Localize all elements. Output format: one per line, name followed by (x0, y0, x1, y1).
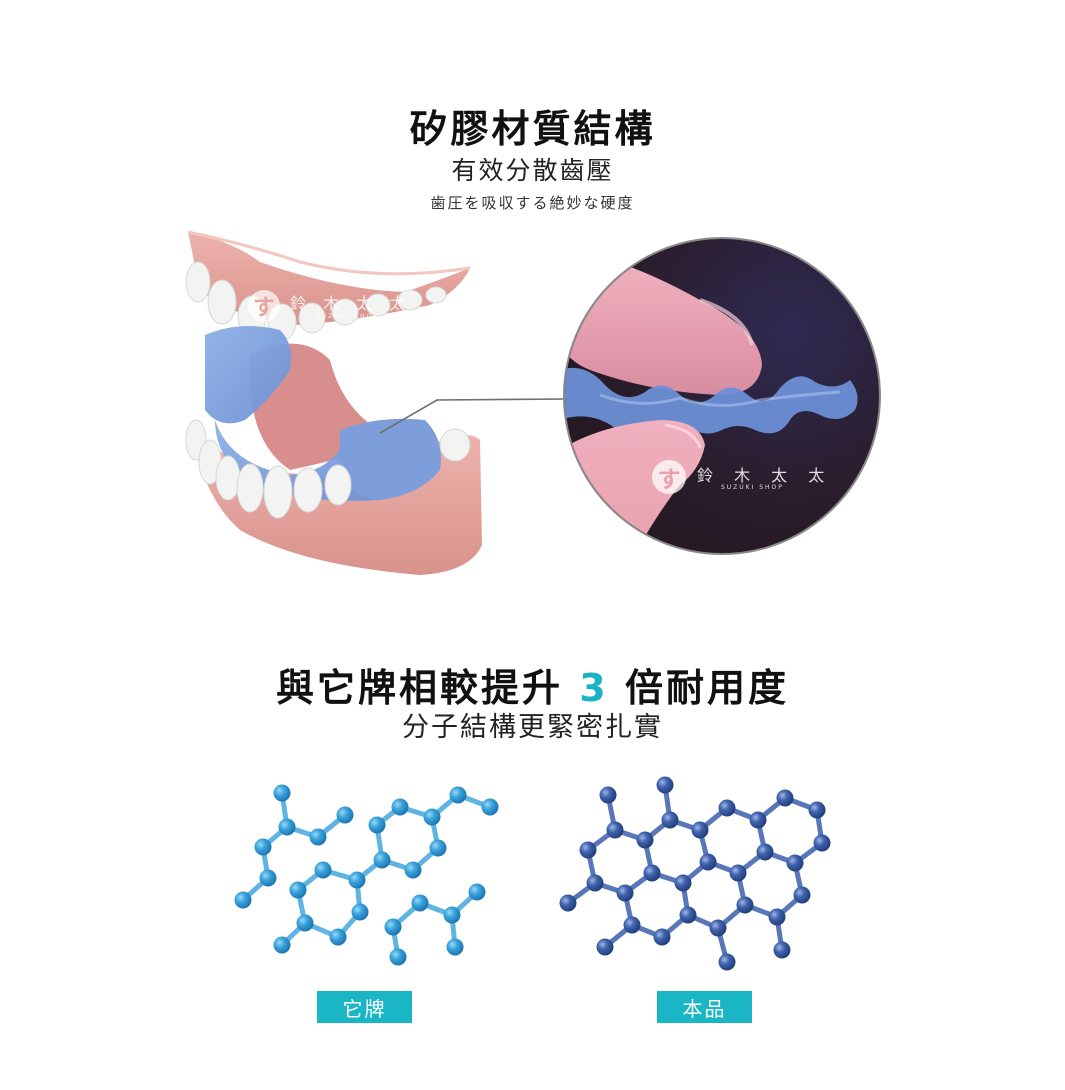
watermark-logo-icon-2: す (652, 460, 686, 494)
jaw-model-illustration (185, 230, 567, 575)
section1-title: 矽膠材質結構 (409, 107, 656, 151)
our-product-label: 本品 (657, 991, 752, 1023)
section2-subtitle: 分子結構更緊密扎實 (402, 712, 663, 743)
section1-caption-jp: 歯圧を吸収する絶妙な硬度 (430, 194, 635, 212)
silicone-closeup-photo (563, 237, 881, 555)
section2-title-highlight: 3 (579, 666, 609, 710)
section1-subtitle: 有效分散齒壓 (451, 156, 614, 185)
molecule-our-product-atoms (559, 776, 831, 971)
watermark-brand-sub-2: SUZUKI SHOP (721, 484, 784, 491)
section2-title: 與它牌相較提升 3 倍耐用度 (0, 657, 1065, 712)
watermark-brand-sub: SUZUKI SHOP (316, 313, 379, 320)
section2-title-before: 與它牌相較提升 (276, 666, 564, 710)
other-brand-label: 它牌 (317, 991, 412, 1023)
watermark-logo-icon: す (248, 290, 280, 322)
watermark-brand-name-2: 鈴 木 太 太 (697, 466, 833, 485)
molecule-other-brand (240, 790, 493, 960)
section2-title-after: 倍耐用度 (624, 666, 789, 710)
molecule-our-product (565, 782, 825, 965)
molecule-other-brand-atoms (234, 784, 499, 966)
watermark-brand-name: 鈴 木 太 太 (290, 294, 412, 313)
